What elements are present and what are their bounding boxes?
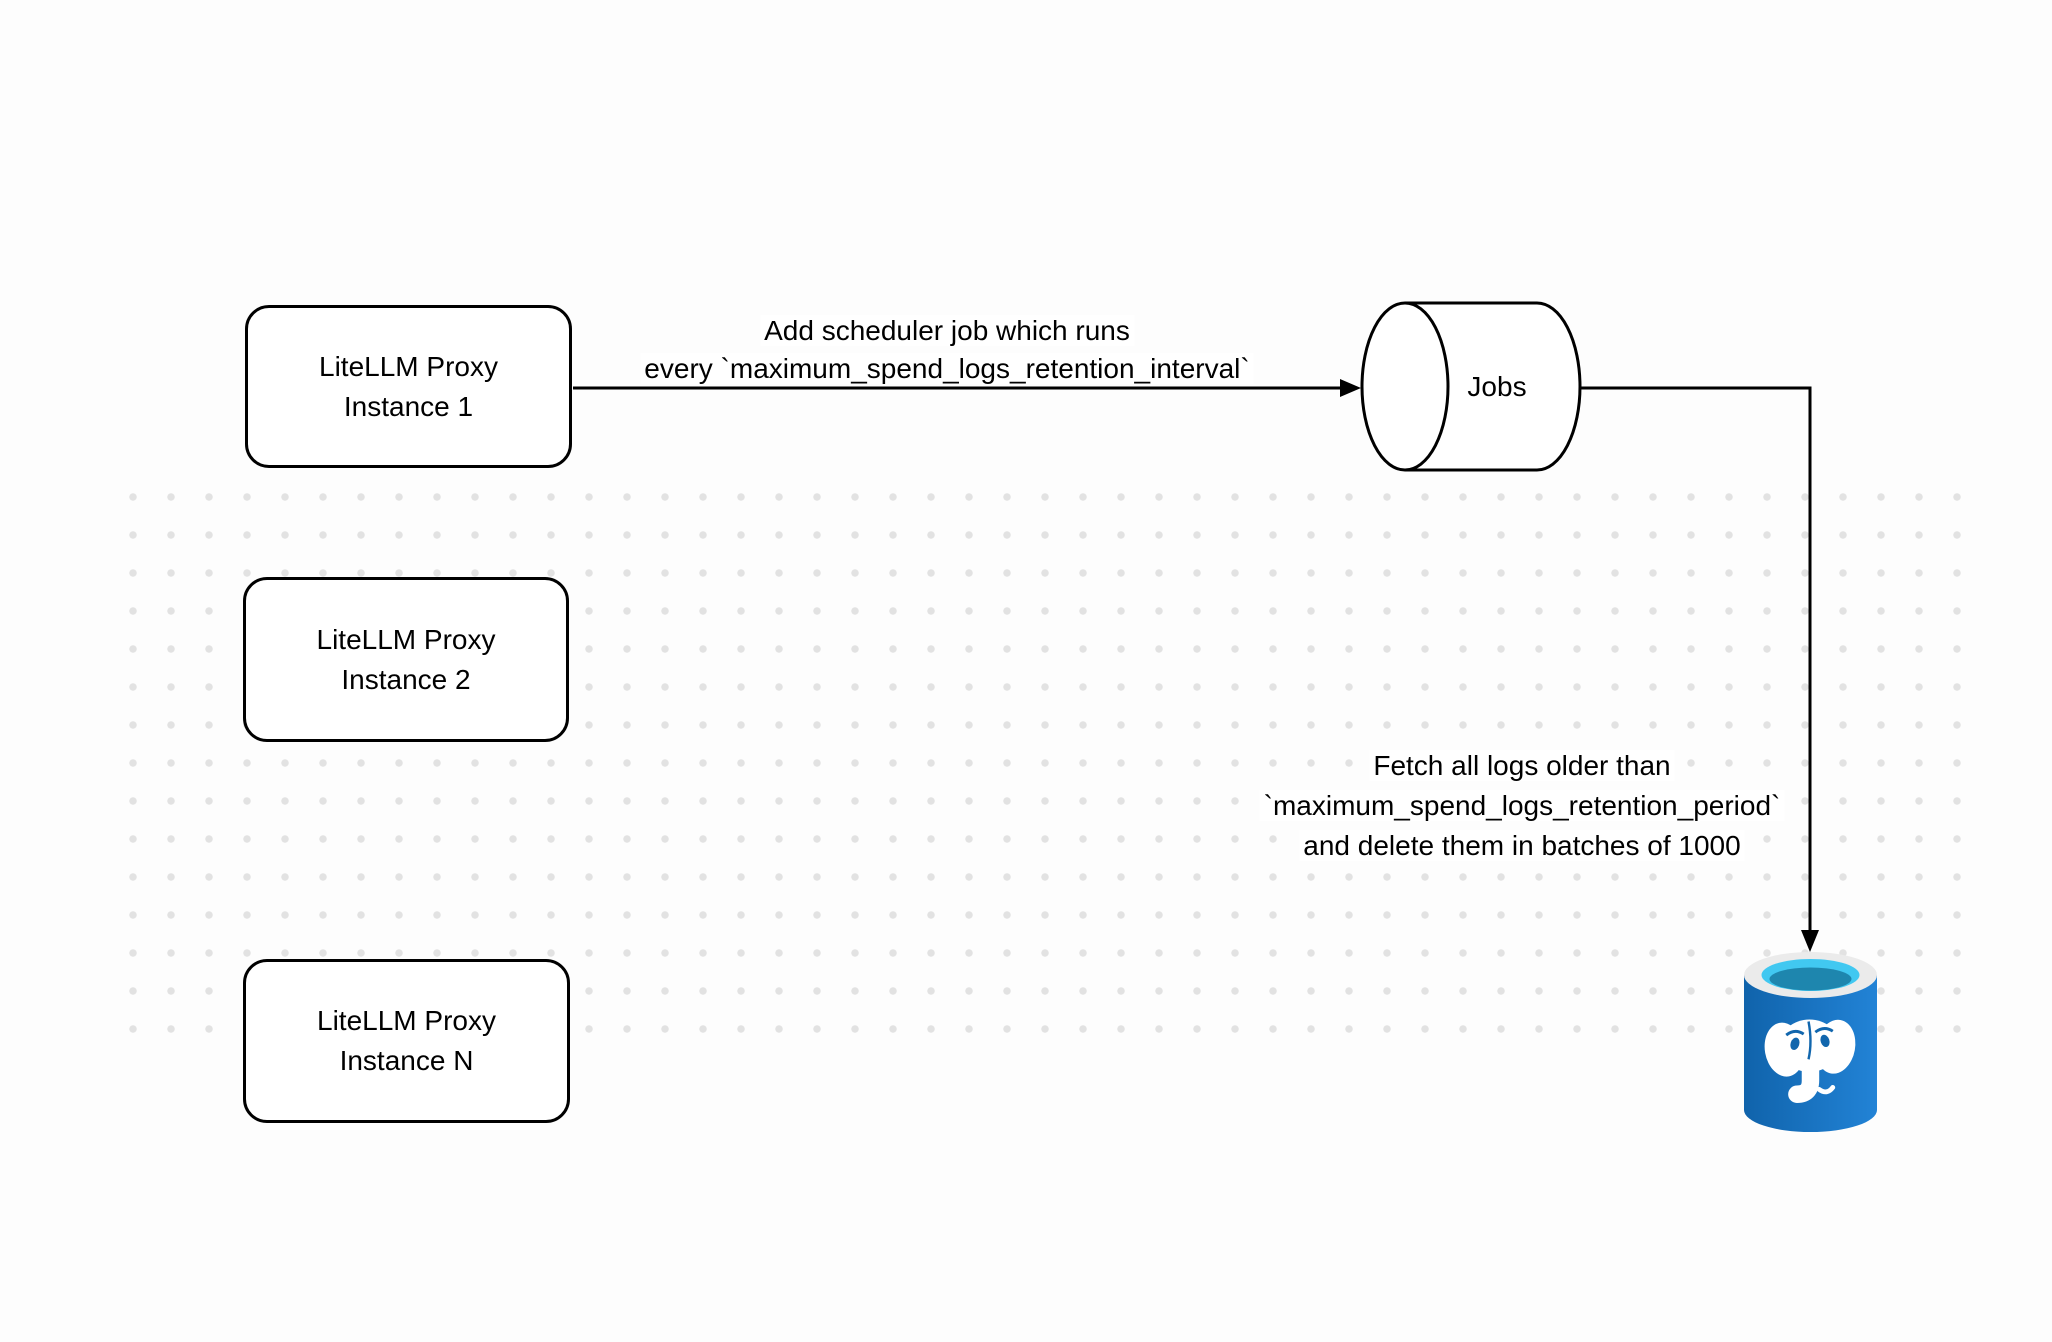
node-label-line: Instance 1 — [343, 390, 474, 422]
postgres-elephant-logo — [1764, 1019, 1856, 1103]
edge-label-fetch-delete: Fetch all logs older than `maximum_spend… — [1259, 746, 1785, 866]
node-label-line: LiteLLM Proxy — [316, 623, 496, 655]
node-label-line: Instance N — [339, 1045, 474, 1076]
edge-label-text: and delete them in batches of 1000 — [1299, 830, 1745, 861]
edge-label-text: every `maximum_spend_logs_retention_inte… — [640, 353, 1254, 384]
node-litellm-proxy-instance-2: LiteLLM Proxy Instance 2 — [243, 577, 569, 742]
jobs-cylinder-shape — [1360, 301, 1582, 472]
edge-label-scheduler: Add scheduler job which runs every `maxi… — [640, 312, 1254, 388]
edge-label-text: `maximum_spend_logs_retention_period` — [1259, 790, 1785, 821]
edge-fetch-delete-arrow — [1580, 386, 1819, 952]
node-label-line: Instance 2 — [341, 663, 471, 695]
jobs-cylinder-label: Jobs — [1467, 371, 1527, 402]
edge-label-text: Fetch all logs older than — [1369, 750, 1675, 781]
node-label-line: LiteLLM Proxy — [317, 1005, 496, 1036]
edge-scheduler-arrow — [573, 379, 1361, 397]
node-litellm-proxy-instance-1: LiteLLM Proxy Instance 1 — [245, 305, 572, 468]
postgres-database-icon — [1744, 952, 1877, 1132]
node-litellm-proxy-instance-n: LiteLLM Proxy Instance N — [243, 959, 570, 1123]
node-label-line: LiteLLM Proxy — [319, 350, 498, 382]
edge-label-text: Add scheduler job which runs — [760, 315, 1134, 346]
